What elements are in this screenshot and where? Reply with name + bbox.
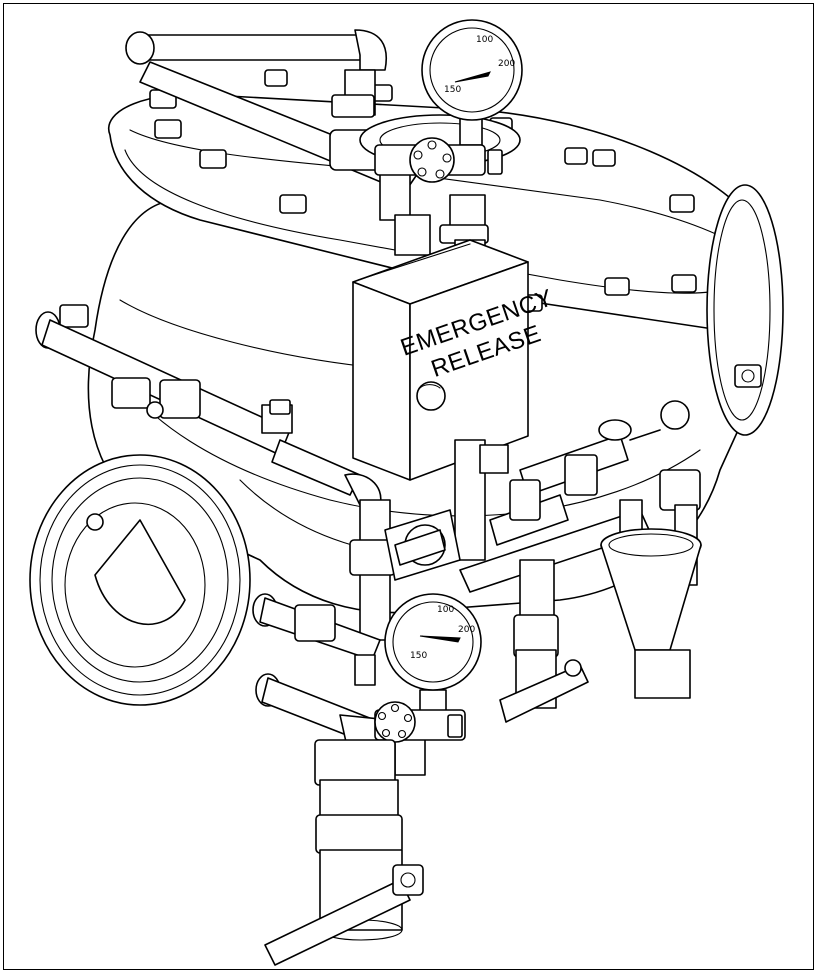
drain-funnel (600, 528, 702, 699)
gauge-top-tick-right: 200 (498, 59, 515, 69)
gauge-bottom-tick-left: 150 (410, 651, 427, 661)
release-pull-button[interactable] (416, 381, 446, 411)
ball-valve-right-handle[interactable] (499, 664, 589, 723)
drain-valve-handle[interactable] (264, 879, 411, 966)
drain-ball-valve (264, 739, 424, 966)
pressure-gauge-top: 150 100 200 (421, 19, 523, 146)
gauge-bottom-tick-right: 200 (458, 625, 475, 635)
outlet-flange (706, 184, 784, 436)
gauge-top-tick-mid: 100 (476, 35, 493, 45)
emergency-release-box: EMERGENCY RELEASE (352, 239, 556, 481)
left-trim-piping (35, 304, 382, 506)
center-trim-piping (349, 400, 701, 641)
gauge-top-tick-left: 150 (444, 85, 461, 95)
gauge-bottom-tick-mid: 100 (437, 605, 454, 615)
pressure-gauge-bottom: 150 100 200 (384, 593, 482, 719)
handwheel-valve-bottom (374, 701, 466, 743)
inlet-flange (29, 454, 251, 706)
ball-valve-right (499, 559, 589, 723)
